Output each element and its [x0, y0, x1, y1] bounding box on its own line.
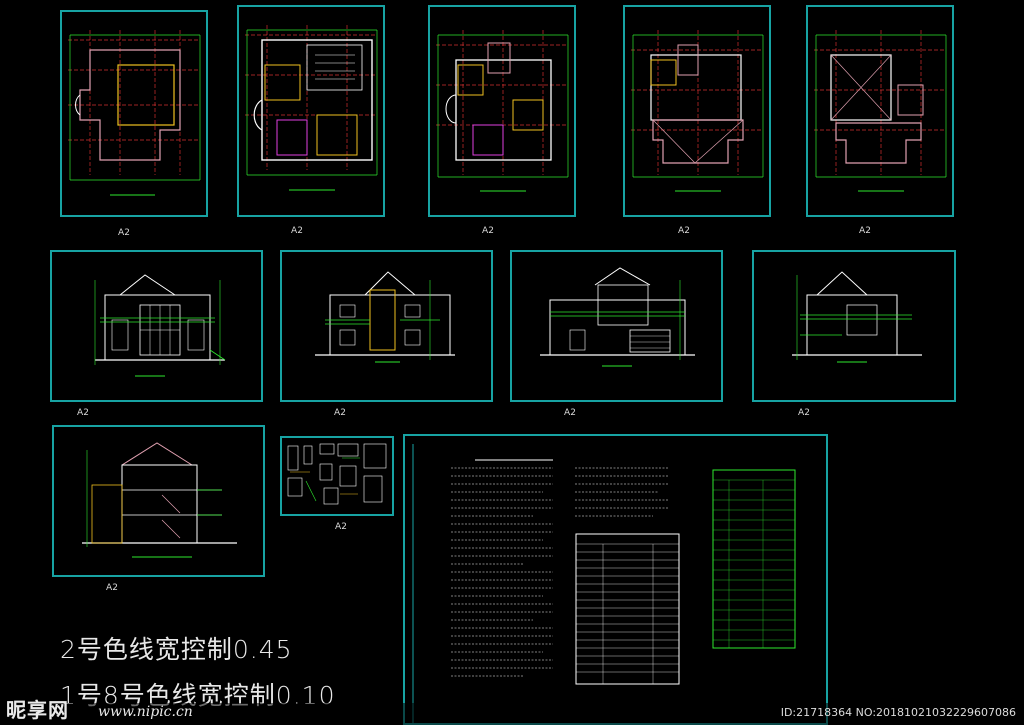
- sheet-size-label: A2: [77, 408, 89, 418]
- sheet-size-label: A2: [678, 226, 690, 236]
- floor-plan-drawing: [68, 30, 201, 196]
- sheet-frame: [237, 5, 385, 217]
- sheet-frame: [510, 250, 723, 402]
- sheet-section[interactable]: A2: [52, 425, 265, 593]
- elevation-drawing: [792, 271, 922, 363]
- sheet-size-label: A2: [291, 226, 303, 236]
- sheet-elev-4[interactable]: A2: [752, 250, 956, 418]
- sheet-size-label: A2: [564, 408, 576, 418]
- section-drawing: [82, 442, 237, 558]
- note-line-1: 2号色线宽控制0.45: [60, 635, 293, 664]
- sheet-frame: [806, 5, 954, 217]
- sheet-frame: [623, 5, 771, 217]
- sheet-plan-2[interactable]: A2: [237, 5, 385, 236]
- sheet-size-label: A2: [106, 583, 118, 593]
- floor-plan-drawing: [631, 30, 764, 192]
- sheet-plan-4[interactable]: A2: [623, 5, 771, 236]
- elevation-drawing: [540, 267, 695, 367]
- elevation-drawing: [94, 274, 226, 377]
- sheet-size-label: A2: [118, 228, 130, 238]
- floor-plan-drawing: [436, 30, 569, 192]
- floor-plan-drawing: [245, 25, 378, 191]
- sheet-plan-1[interactable]: A2: [60, 10, 208, 238]
- sheet-plan-3[interactable]: A2: [428, 5, 576, 236]
- watermark-bar: 昵享网 www.nipic.cn ID:21718364 NO:20181021…: [0, 698, 1024, 725]
- sheet-size-label: A2: [482, 226, 494, 236]
- sheet-plan-roof[interactable]: A2: [806, 5, 954, 236]
- sheet-frame: [428, 5, 576, 217]
- watermark-id: ID:21718364 NO:20181021032229607086: [780, 706, 1016, 719]
- sheet-details[interactable]: A2: [280, 436, 394, 532]
- roof-plan-drawing: [814, 30, 947, 192]
- sheet-frame: [752, 250, 956, 402]
- sheet-size-label: A2: [334, 408, 346, 418]
- sheet-frame: [280, 250, 493, 402]
- watermark-brand: 昵享网: [6, 698, 69, 722]
- detail-drawing: [287, 443, 387, 505]
- sheet-elev-1[interactable]: A2: [50, 250, 263, 418]
- design-notes-drawing: [412, 444, 796, 725]
- sheet-size-label: A2: [335, 522, 347, 532]
- elevation-drawing: [315, 271, 455, 363]
- sheet-size-label: A2: [798, 408, 810, 418]
- sheet-design-notes[interactable]: [403, 434, 828, 725]
- sheet-elev-2[interactable]: A2: [280, 250, 493, 418]
- sheet-elev-3[interactable]: A2: [510, 250, 723, 418]
- sheet-frame: [280, 436, 394, 516]
- sheet-size-label: A2: [859, 226, 871, 236]
- sheet-frame: [50, 250, 263, 402]
- watermark-site: www.nipic.cn: [98, 704, 193, 720]
- sheet-frame: [52, 425, 265, 577]
- sheet-frame: [60, 10, 208, 217]
